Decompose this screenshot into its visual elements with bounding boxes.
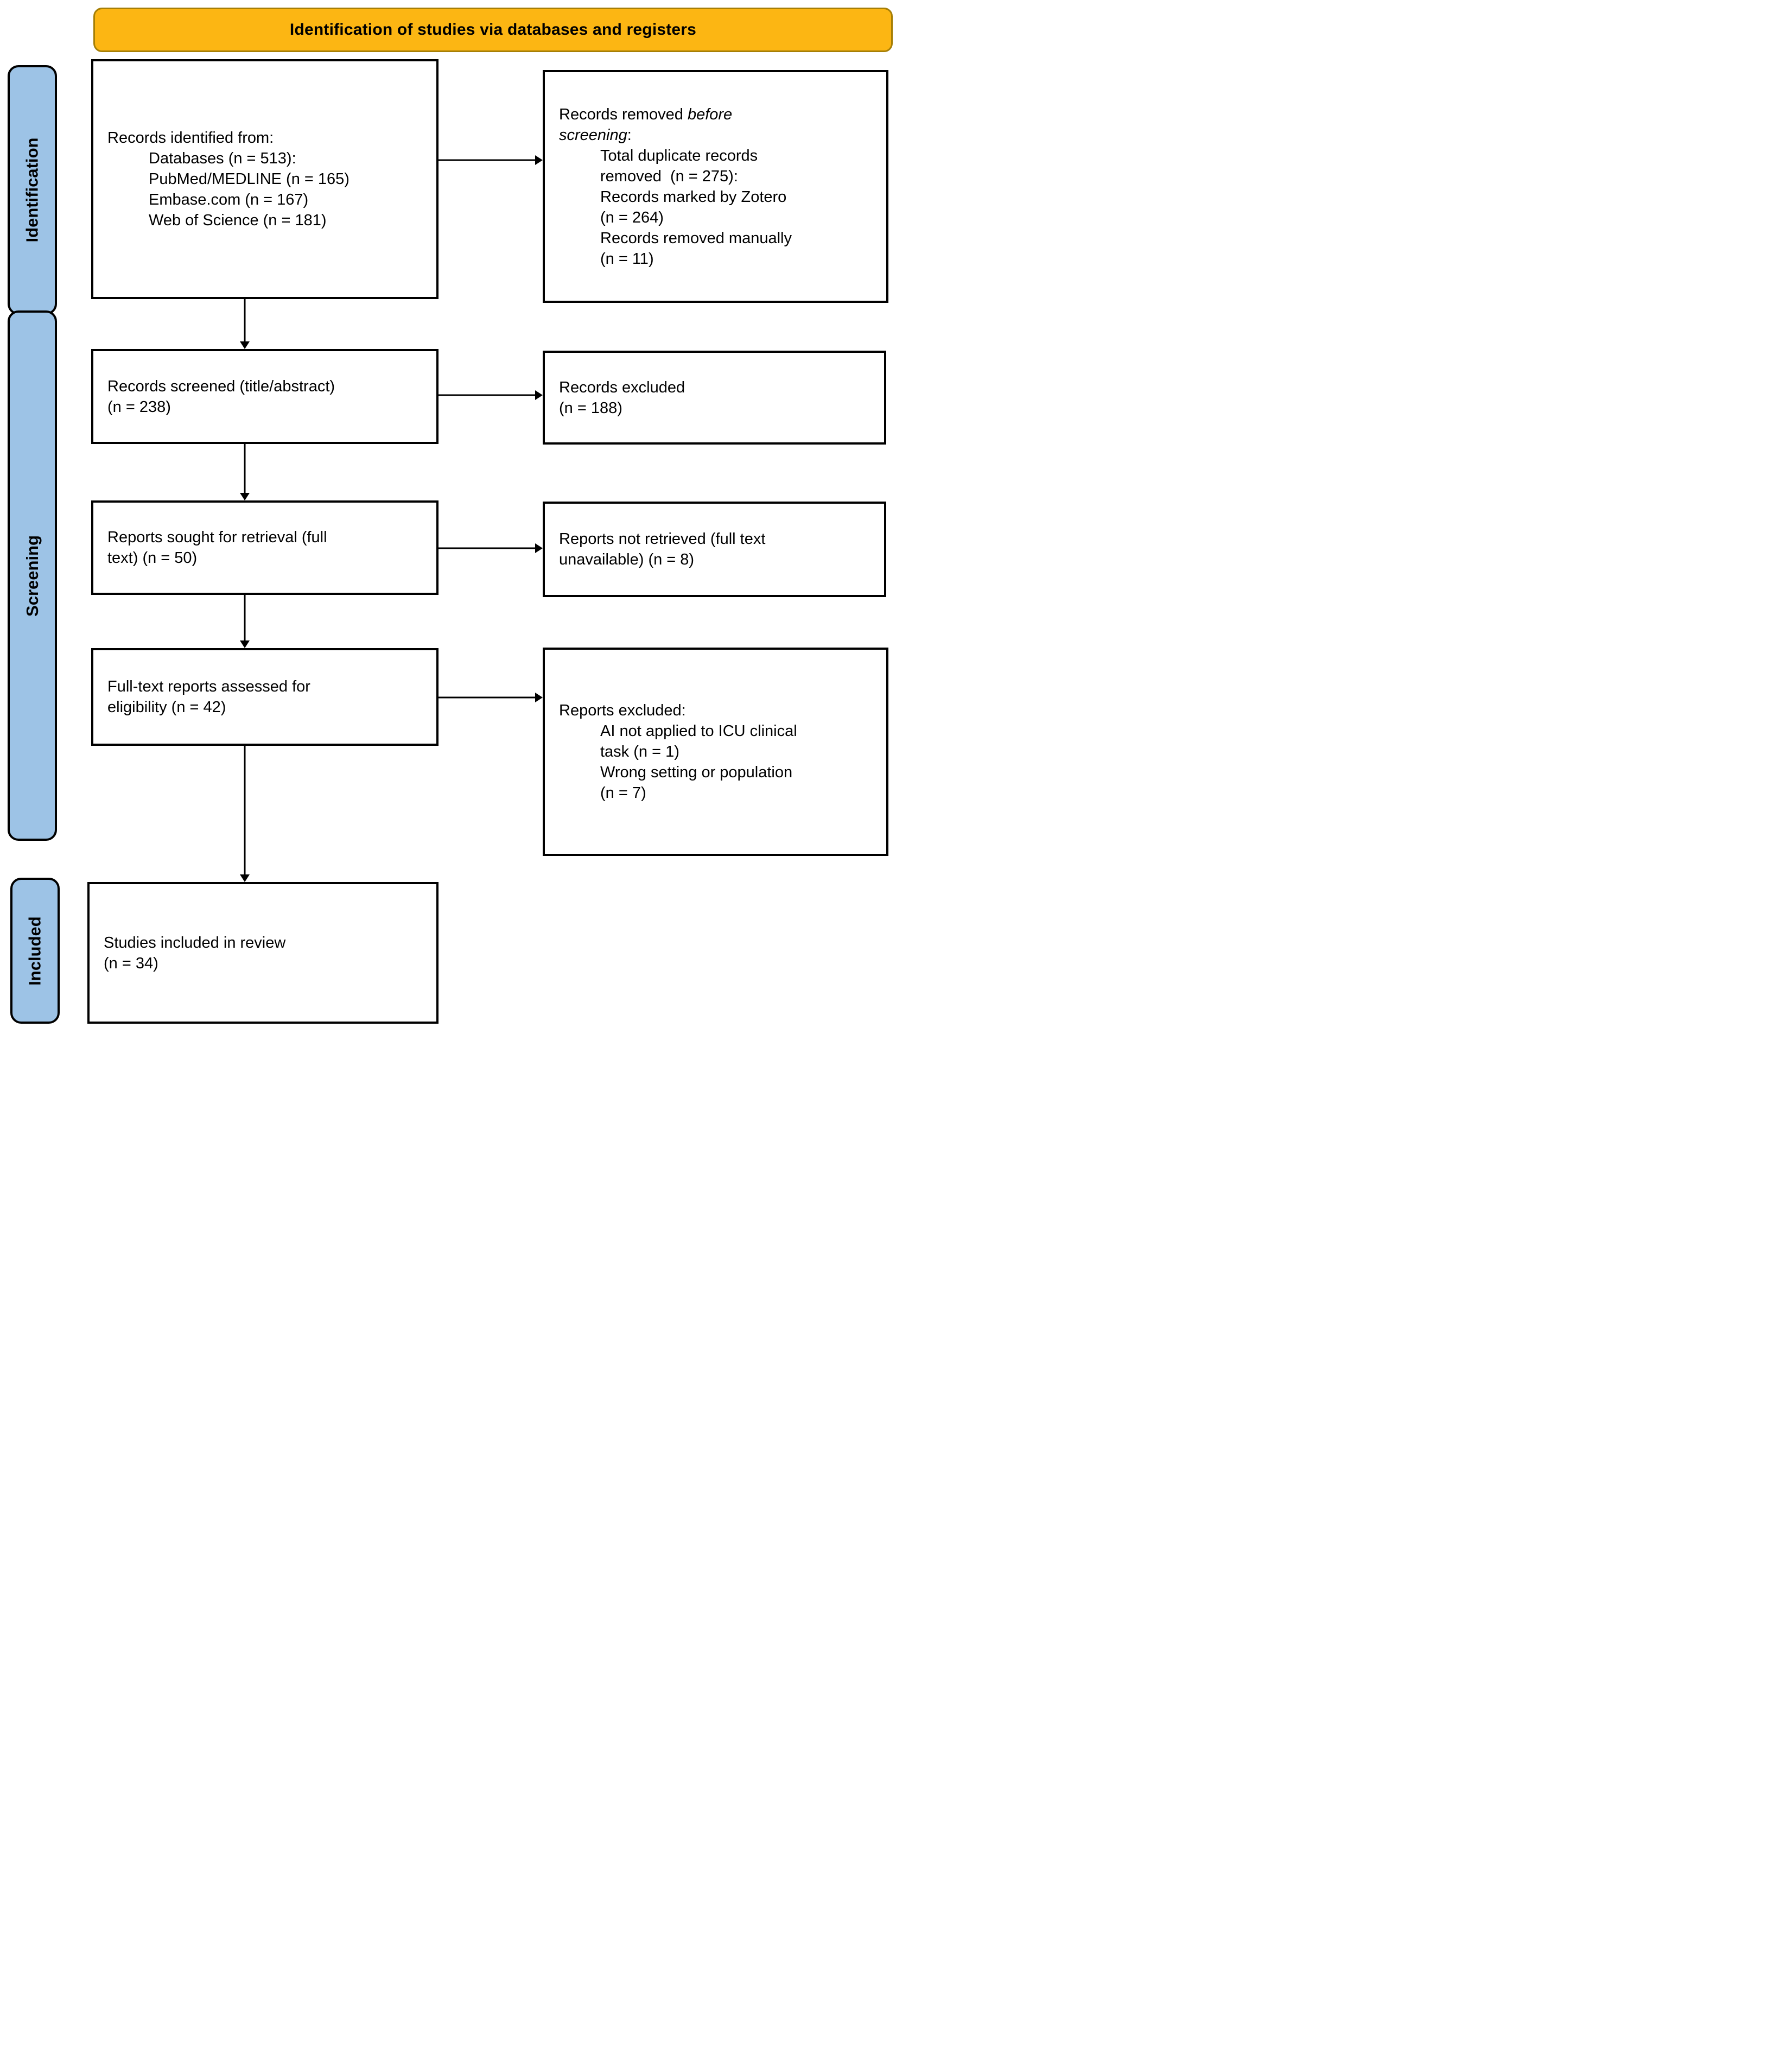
box-text-line: Full-text reports assessed for — [107, 676, 431, 697]
box-text-line: Records screened (title/abstract) — [107, 376, 431, 397]
text-segment: (n = 188) — [559, 399, 622, 417]
text-segment: (n = 7) — [600, 784, 646, 802]
text-segment: Records removed — [559, 105, 688, 123]
box-text-line: Databases (n = 513): — [107, 148, 431, 169]
banner-title: Identification of studies via databases … — [289, 21, 697, 39]
box-reports-assessed: Full-text reports assessed for eligibilit… — [91, 648, 439, 746]
text-segment: unavailable) (n = 8) — [559, 551, 695, 568]
arrow-down-screened-to-sought — [240, 444, 250, 500]
stage-label-screening: Screening — [8, 310, 57, 841]
text-segment: text) (n = 50) — [107, 549, 198, 567]
box-text-line: AI not applied to ICU clinical — [559, 721, 881, 741]
arrow-right-screened-to-excluded — [439, 390, 543, 400]
text-segment: removed (n = 275): — [600, 167, 738, 185]
arrow-shaft — [244, 595, 246, 640]
box-text-line: task (n = 1) — [559, 741, 881, 762]
text-segment: : — [627, 126, 632, 144]
text-segment: Wrong setting or population — [600, 764, 793, 781]
box-text-line: (n = 238) — [107, 397, 431, 417]
text-segment: PubMed/MEDLINE (n = 165) — [149, 170, 349, 188]
box-text-line: Records marked by Zotero — [559, 187, 881, 207]
stage-label-identification-text: Identification — [22, 137, 42, 243]
arrow-right-assessed-to-reports-excluded — [439, 693, 543, 702]
arrow-down-assessed-to-included — [240, 746, 250, 882]
italic-text-segment: before — [687, 105, 733, 123]
text-segment: Records removed manually — [600, 229, 792, 247]
box-text-line: eligibility (n = 42) — [107, 697, 431, 718]
prisma-flow-diagram: Identification of studies via databases … — [0, 0, 896, 1028]
text-segment: Embase.com (n = 167) — [149, 191, 309, 208]
arrow-shaft — [244, 444, 246, 493]
arrow-down-sought-to-assessed — [240, 595, 250, 648]
text-segment: (n = 264) — [600, 208, 664, 226]
box-text-line: Studies included in review — [104, 933, 431, 953]
box-text-line: text) (n = 50) — [107, 548, 431, 568]
arrow-shaft — [439, 159, 535, 161]
stage-label-identification: Identification — [8, 65, 57, 315]
box-text-line: Reports not retrieved (full text — [559, 529, 879, 549]
stage-label-screening-text: Screening — [22, 535, 42, 617]
text-segment: Records identified from: — [107, 129, 274, 147]
arrow-shaft — [244, 299, 246, 341]
arrow-right-identified-to-removed — [439, 155, 543, 165]
box-reports-not-retrieved: Reports not retrieved (full text unavaila… — [543, 502, 886, 597]
italic-text-segment: screening — [559, 126, 627, 144]
text-segment: (n = 238) — [107, 398, 171, 416]
text-segment: Reports excluded: — [559, 702, 686, 719]
box-text-line: (n = 34) — [104, 953, 431, 974]
arrow-down-identified-to-screened — [240, 299, 250, 349]
arrow-right-sought-to-not-retrieved — [439, 543, 543, 553]
text-segment: Reports sought for retrieval (full — [107, 529, 327, 546]
text-segment: (n = 34) — [104, 954, 158, 972]
box-records-identified: Records identified from: Databases (n = 5… — [91, 59, 439, 299]
box-text-line: Reports excluded: — [559, 700, 881, 721]
box-text-line: Records identified from: — [107, 128, 431, 148]
text-segment: Records screened (title/abstract) — [107, 377, 335, 395]
arrow-shaft — [439, 394, 535, 396]
box-reports-excluded: Reports excluded: AI not applied to ICU c… — [543, 648, 888, 856]
stage-label-included-text: Included — [25, 916, 45, 986]
text-segment: Web of Science (n = 181) — [149, 212, 327, 229]
box-text-line: Records removed manually — [559, 228, 881, 249]
box-text-line: unavailable) (n = 8) — [559, 549, 879, 570]
text-segment: (n = 11) — [600, 250, 654, 268]
box-reports-sought: Reports sought for retrieval (full text) … — [91, 500, 439, 595]
arrow-shaft — [439, 547, 535, 549]
box-text-line: screening: — [559, 125, 881, 145]
box-records-screened: Records screened (title/abstract) (n = 23… — [91, 349, 439, 444]
text-segment: Total duplicate records — [600, 147, 758, 164]
box-text-line: Embase.com (n = 167) — [107, 189, 431, 210]
box-text-line: removed (n = 275): — [559, 166, 881, 187]
text-segment: Records excluded — [559, 378, 685, 396]
text-segment: Records marked by Zotero — [600, 188, 787, 206]
box-text-line: (n = 264) — [559, 207, 881, 228]
box-text-line: Records removed before — [559, 104, 881, 125]
text-segment: eligibility (n = 42) — [107, 699, 226, 716]
text-segment: AI not applied to ICU clinical — [600, 722, 797, 740]
arrow-shaft — [244, 746, 246, 874]
arrow-shaft — [439, 696, 535, 699]
box-text-line: (n = 11) — [559, 249, 881, 269]
text-segment: Studies included in review — [104, 934, 286, 952]
box-text-line: PubMed/MEDLINE (n = 165) — [107, 169, 431, 189]
text-segment: Databases (n = 513): — [149, 150, 296, 167]
box-text-line: (n = 188) — [559, 398, 879, 418]
text-segment: task (n = 1) — [600, 743, 679, 760]
box-text-line: Web of Science (n = 181) — [107, 210, 431, 231]
box-text-line: Reports sought for retrieval (full — [107, 527, 431, 548]
stage-label-included: Included — [10, 878, 60, 1024]
box-text-line: Records excluded — [559, 377, 879, 398]
header-banner: Identification of studies via databases … — [93, 8, 893, 52]
box-text-line: Total duplicate records — [559, 145, 881, 166]
text-segment: Reports not retrieved (full text — [559, 530, 766, 548]
box-studies-included: Studies included in review (n = 34) — [87, 882, 439, 1024]
box-text-line: Wrong setting or population — [559, 762, 881, 783]
box-records-excluded: Records excluded (n = 188) — [543, 351, 886, 445]
text-segment: Full-text reports assessed for — [107, 678, 310, 695]
box-text-line: (n = 7) — [559, 783, 881, 803]
